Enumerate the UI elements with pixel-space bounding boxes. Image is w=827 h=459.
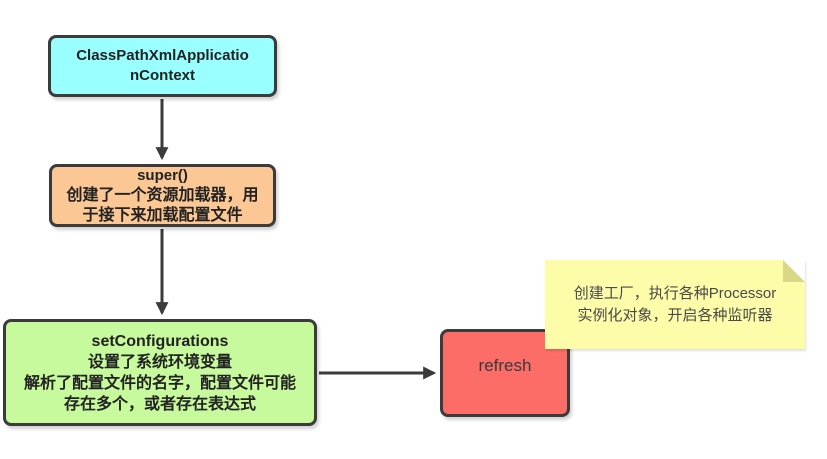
sticky-note: 创建工厂，执行各种Processor 实例化对象，开启各种监听器 xyxy=(545,260,805,349)
note-text-line: 实例化对象，开启各种监听器 xyxy=(577,306,773,324)
node-body-line: 解析了配置文件的名字，配置文件可能 xyxy=(23,374,296,392)
note-text-line: 创建工厂，执行各种Processor xyxy=(573,284,777,302)
node-label-line: ClassPathXmlApplicatio xyxy=(76,47,249,64)
node-title: super() xyxy=(137,166,188,184)
node-setconfigurations: setConfigurations 设置了系统环境变量 解析了配置文件的名字，配… xyxy=(3,319,317,426)
node-body-line: 存在多个，或者存在表达式 xyxy=(63,395,256,413)
node-body-line: 于接下来加载配置文件 xyxy=(82,206,243,224)
node-title: setConfigurations xyxy=(91,332,229,350)
node-body-line: 创建了一个资源加载器，用 xyxy=(66,186,259,204)
note-folded-corner-icon xyxy=(783,260,805,282)
node-classpathxmlapplicationcontext: ClassPathXmlApplicatio nContext xyxy=(48,35,277,97)
node-body-line: 设置了系统环境变量 xyxy=(87,353,232,371)
node-label: refresh xyxy=(478,356,532,375)
node-label-line: nContext xyxy=(130,67,195,84)
node-super: super() 创建了一个资源加载器，用 于接下来加载配置文件 xyxy=(49,164,276,227)
